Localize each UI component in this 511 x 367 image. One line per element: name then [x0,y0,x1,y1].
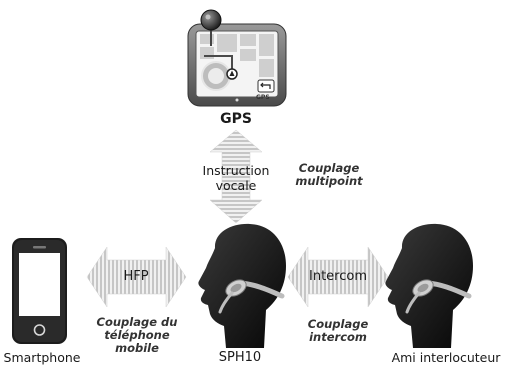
phone-note-line3: mobile [115,341,159,355]
multipoint-note-line2: multipoint [295,174,363,188]
gps-screen-label: GPS [256,94,270,101]
sph10-label: SPH10 [218,350,262,365]
friend-label: Ami interlocuteur [391,350,501,365]
voice-instruction-arrow [209,129,263,224]
hfp-arrow [86,246,187,308]
voice-instruction-line2: vocale [215,178,257,193]
intercom-text: Intercom [309,269,367,284]
phone-pairing-note: Couplage du téléphone mobile [88,316,186,355]
intercom-pairing-note: Couplage intercom [296,318,380,344]
smartphone-label: Smartphone [3,350,81,365]
multipoint-pairing-note: Couplage multipoint [288,162,370,188]
voice-instruction-line1: Instruction [202,163,270,178]
smartphone-icon [12,238,67,344]
friend-head-icon [385,223,473,348]
hfp-text: HFP [123,269,149,284]
intercom-arrow [287,246,389,308]
intercom-note-line2: intercom [309,330,367,344]
intercom-note-line1: Couplage [307,317,369,331]
phone-note-line1: Couplage du [96,315,178,329]
voice-instruction-text: Instruction vocale [196,163,276,193]
gps-device-icon [187,9,287,107]
gps-label: GPS [220,111,252,127]
sph10-head-icon [198,223,286,348]
multipoint-note-line1: Couplage [298,161,360,175]
phone-note-line2: téléphone [104,328,170,342]
